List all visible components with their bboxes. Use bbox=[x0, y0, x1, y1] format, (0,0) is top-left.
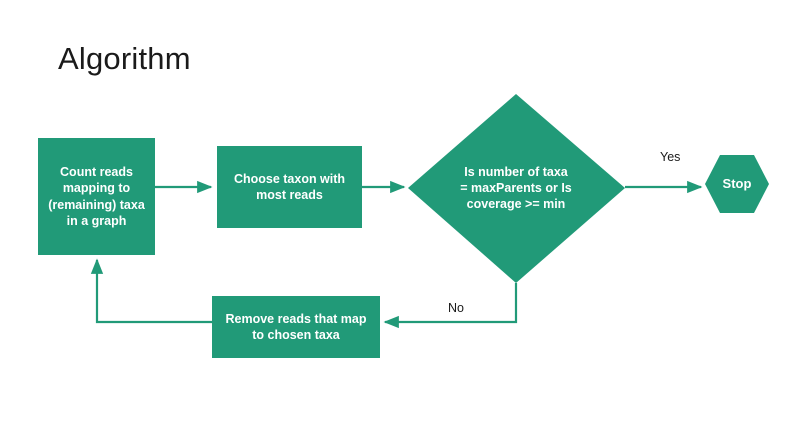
node-count-reads[interactable] bbox=[38, 138, 155, 255]
node-remove-reads[interactable] bbox=[212, 296, 380, 358]
edge-decision-to-remove bbox=[383, 283, 518, 329]
node-choose-taxon[interactable] bbox=[217, 146, 362, 228]
page-title: Algorithm bbox=[58, 41, 191, 76]
edge-label-yes: Yes bbox=[660, 150, 681, 164]
edge-remove-to-count bbox=[90, 258, 212, 324]
node-decision-diamond[interactable] bbox=[408, 94, 625, 283]
node-stop-hexagon[interactable] bbox=[705, 155, 769, 213]
edge-label-no: No bbox=[448, 301, 464, 315]
